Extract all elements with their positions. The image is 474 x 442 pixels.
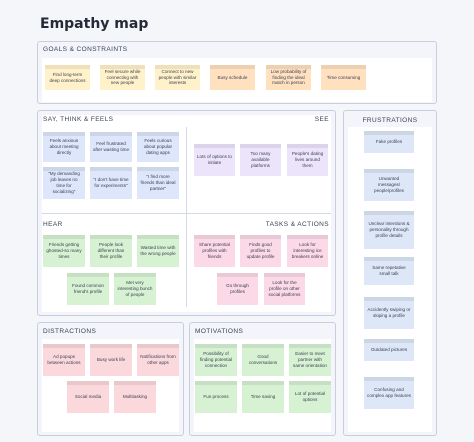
- motivation-note[interactable]: Possibility of finding potential connect…: [195, 344, 237, 376]
- tasks-label: TASKS & ACTIONS: [265, 221, 329, 228]
- goal-note[interactable]: Feel secure while connecting with new pe…: [100, 65, 145, 90]
- distractions-panel: DISTRACTIONS Ad popups between actions B…: [37, 322, 184, 436]
- see-note[interactable]: Lots of options to initiate: [194, 144, 235, 176]
- say-note[interactable]: Feels curious about popular dating apps: [137, 132, 179, 162]
- say-note[interactable]: Feels anxious about meeting directly: [43, 132, 85, 162]
- distraction-note[interactable]: Notifications from other apps: [137, 344, 179, 376]
- page-title: Empathy map: [40, 16, 149, 32]
- task-note[interactable]: Share potential profiles with friends: [194, 235, 235, 267]
- goal-note[interactable]: Connect to new people with similar inter…: [155, 65, 200, 90]
- hear-note[interactable]: People look different than their profile: [90, 235, 132, 267]
- task-note[interactable]: Look for interesting ice breakers online: [287, 235, 328, 267]
- goals-label: GOALS & CONSTRAINTS: [43, 46, 128, 53]
- frustration-note[interactable]: Confusing and complex app features: [364, 377, 414, 409]
- distraction-note[interactable]: Social media: [67, 381, 109, 413]
- frustration-note[interactable]: Outdated pictures: [364, 339, 414, 361]
- motivation-note[interactable]: Lot of potential options: [289, 381, 331, 413]
- distraction-note[interactable]: Multitasking: [114, 381, 156, 413]
- see-note[interactable]: People's dating lives around them: [287, 144, 328, 176]
- hear-label: HEAR: [43, 221, 63, 228]
- frustration-note[interactable]: Accidently swiping or skiping a profile: [364, 297, 414, 329]
- constraint-note[interactable]: Busy schedule: [210, 65, 255, 90]
- distraction-note[interactable]: Busy work life: [90, 344, 132, 376]
- say-note[interactable]: "I don't have time for experiments": [90, 167, 132, 199]
- motivation-note[interactable]: Fun process: [195, 381, 237, 413]
- motivation-note[interactable]: Time saving: [242, 381, 284, 413]
- hear-note[interactable]: Met very interesting bunch of people: [114, 273, 156, 305]
- frustrations-label: FRUSTRATIONS: [362, 117, 418, 124]
- distractions-label: DISTRACTIONS: [43, 328, 97, 335]
- say-note[interactable]: "My demanding job leaves no time for soc…: [43, 167, 85, 199]
- see-label: SEE: [314, 116, 329, 123]
- constraint-note[interactable]: Low probability of finding the ideal mat…: [266, 65, 311, 90]
- motivation-note[interactable]: Good conversations: [242, 344, 284, 376]
- task-note[interactable]: Finds good profiles to update profile: [240, 235, 281, 267]
- say-note[interactable]: Feel frustrated after wasting time: [90, 132, 132, 162]
- frustration-note[interactable]: Unwanted messages/ people/profiles: [364, 169, 414, 201]
- task-note[interactable]: Go through profiles: [217, 273, 258, 305]
- frustration-note[interactable]: Unclear intentions & personality through…: [364, 211, 414, 249]
- goals-panel: GOALS & CONSTRAINTS Find long-term deep …: [37, 41, 437, 104]
- say-label: SAY, THINK & FEELS: [43, 116, 114, 123]
- task-note[interactable]: Look for the profile on other social pla…: [264, 273, 305, 305]
- motivations-panel: MOTIVATIONS Possibility of finding poten…: [189, 322, 336, 436]
- quadrant-panel: SAY, THINK & FEELS SEE HEAR TASKS & ACTI…: [37, 110, 336, 316]
- hear-note[interactable]: Friends getting ghosted-so many times: [43, 235, 85, 267]
- frustrations-panel: FRUSTRATIONS Fake profiles Unwanted mess…: [343, 110, 437, 436]
- say-note[interactable]: "I find more friends than ideal partner": [137, 167, 179, 199]
- frustration-note[interactable]: Fake profiles: [364, 131, 414, 153]
- hear-note[interactable]: Wasted time with the wrong people: [137, 235, 179, 267]
- motivations-label: MOTIVATIONS: [195, 328, 244, 335]
- goal-note[interactable]: Find long-term deep connections: [45, 65, 90, 90]
- see-note[interactable]: Too many available platforms: [240, 144, 281, 176]
- constraint-note[interactable]: Time consuming: [321, 65, 366, 90]
- frustration-note[interactable]: Same repetative small talk: [364, 257, 414, 285]
- hear-note[interactable]: Found common friend's profile: [67, 273, 109, 305]
- motivation-note[interactable]: Easier to meet partner with same orienta…: [289, 344, 331, 376]
- distraction-note[interactable]: Ad popups between actions: [43, 344, 85, 376]
